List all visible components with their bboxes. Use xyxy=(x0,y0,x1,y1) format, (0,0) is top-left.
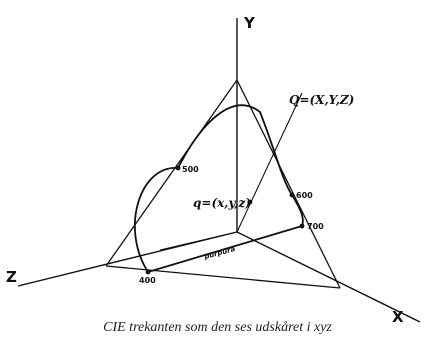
point-700-marker xyxy=(299,223,305,229)
x-axis-line xyxy=(236,231,421,323)
purple-line-label: purpura xyxy=(202,245,236,261)
wavelength-500-label: 500 xyxy=(182,165,199,174)
point-q-label: q=(x,y,z) xyxy=(193,196,251,210)
point-400-marker xyxy=(145,269,151,275)
triangle-edge-bottom xyxy=(105,265,341,289)
projection-line xyxy=(159,231,238,251)
x-axis-label: X xyxy=(392,308,404,326)
wavelength-700-label: 700 xyxy=(307,222,324,231)
triangle-edge-right xyxy=(236,79,341,289)
wavelength-600-label: 600 xyxy=(296,191,313,200)
wavelength-400-label: 400 xyxy=(139,276,156,285)
figure-caption: CIE trekanten som den ses udskåret i xyz xyxy=(103,320,332,335)
y-axis-label: Y xyxy=(243,14,256,32)
triangle-edge-left xyxy=(105,79,238,267)
point-600-marker xyxy=(289,192,295,198)
point-Q-label: Q=(X,Y,Z) xyxy=(289,93,354,107)
ray-origin-to-Q xyxy=(236,92,303,233)
point-q-marker xyxy=(247,199,253,205)
purple-line xyxy=(147,225,303,273)
point-500-marker xyxy=(175,165,181,171)
spectral-locus-curve xyxy=(134,104,304,273)
z-axis-label: Z xyxy=(6,268,17,286)
